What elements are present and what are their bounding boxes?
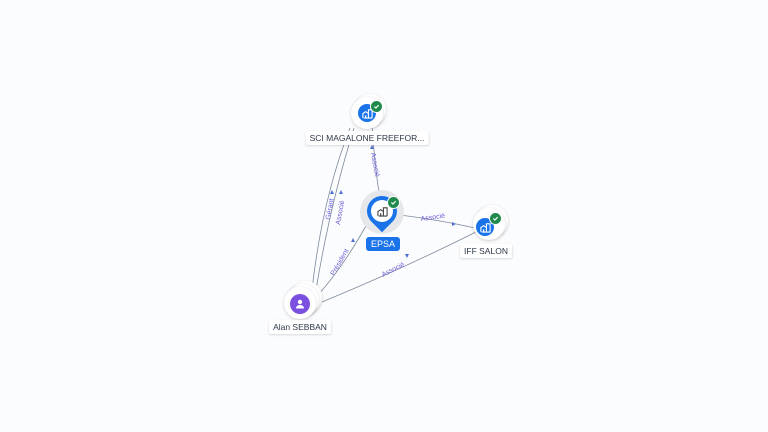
verified-check-icon xyxy=(387,196,400,209)
node-label-alan-sebban[interactable]: Alan SEBBAN xyxy=(269,320,331,334)
arrow-icon xyxy=(330,190,334,194)
arrow-icon xyxy=(452,222,456,226)
arrow-icon xyxy=(405,254,409,258)
edge-epsa-iff[interactable] xyxy=(399,214,476,229)
node-label-epsa[interactable]: EPSA xyxy=(365,237,401,251)
edge-label-alan-sci-associe: Associé xyxy=(335,200,346,225)
node-iff-salon[interactable] xyxy=(470,205,510,246)
node-epsa[interactable] xyxy=(360,189,404,240)
verified-check-icon xyxy=(489,212,502,225)
node-sci-magalone[interactable] xyxy=(349,94,389,136)
arrow-icon xyxy=(351,238,355,242)
edge-label-alan-iff: Associé xyxy=(381,261,406,278)
edge-label-epsa-sci: Associé xyxy=(369,152,380,177)
arrow-icon xyxy=(370,145,374,149)
edge-alan-sci-associe[interactable] xyxy=(315,127,355,291)
person-icon xyxy=(290,294,310,314)
node-label-sci-magalone[interactable]: SCI MAGALONE FREEFOR... xyxy=(305,131,429,145)
arrow-icon xyxy=(339,190,343,194)
edge-label-alan-epsa: Président xyxy=(330,248,351,277)
edge-alan-iff[interactable] xyxy=(321,231,477,303)
verified-check-icon xyxy=(370,100,383,113)
edge-label-alan-sci-gerant: Gérant xyxy=(325,198,336,220)
node-label-iff-salon[interactable]: IFF SALON xyxy=(460,244,512,258)
edge-label-epsa-iff: Associé xyxy=(420,213,445,223)
node-alan-sebban[interactable] xyxy=(282,281,322,324)
